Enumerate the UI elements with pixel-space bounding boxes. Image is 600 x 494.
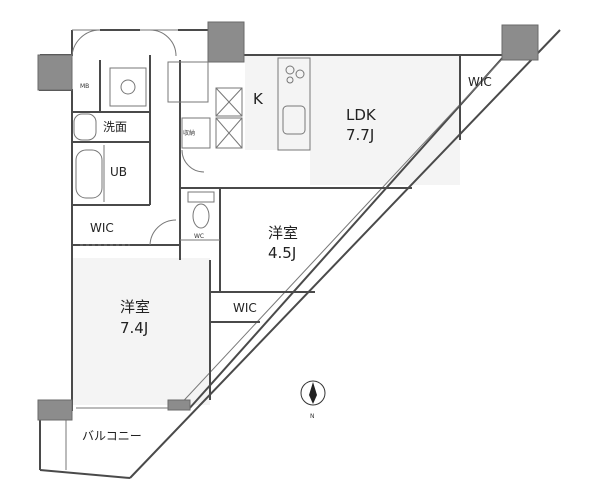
room-middle-label: 洋室 [268, 224, 298, 242]
kitchen-label: K [253, 90, 264, 108]
room-left-size: 7.4J [120, 319, 148, 337]
storage-box [181, 117, 211, 149]
k-storage-2-x2 [215, 117, 243, 149]
stove-3 [286, 76, 294, 84]
ldk-size: 7.7J [346, 126, 374, 144]
toilet-bowl [192, 203, 210, 229]
pillar-top-left [37, 54, 73, 91]
pillar-left [37, 399, 73, 421]
pillar-bottom [167, 399, 191, 411]
balcony-wall-bottom [39, 469, 131, 479]
washbasin [109, 67, 147, 107]
kitchen-sink [282, 105, 306, 135]
ub-label: UB [110, 165, 127, 179]
washroom-label: 洗面 [103, 120, 127, 134]
storage-label: 収納 [183, 129, 195, 137]
outer-wall-diagonal-inner [187, 54, 506, 411]
balcony-label: バルコニー [82, 429, 142, 443]
outer-wall-diagonal [129, 29, 561, 479]
washbasin-bowl [120, 79, 136, 95]
wic-middle-label: WIC [233, 301, 257, 315]
compass-icon [300, 380, 326, 406]
room-left-floor [72, 258, 210, 405]
wc-label: WC [194, 233, 204, 240]
k-storage-1 [215, 87, 243, 117]
ldk-label: LDK [346, 106, 377, 124]
kitchen-counter [277, 57, 311, 151]
ldk-floor [210, 55, 460, 185]
room-left-label: 洋室 [120, 298, 150, 316]
k-storage-2 [215, 117, 243, 149]
compass-label: N [310, 413, 315, 420]
shoe-cabinet [167, 61, 209, 103]
wic-left-label: WIC [90, 221, 114, 235]
toilet-tank [187, 191, 215, 203]
wic-ldk-label: WIC [468, 75, 492, 89]
mb-label: MB [80, 83, 89, 90]
entrance-door-right [140, 29, 178, 57]
pillar-top-right [501, 24, 539, 61]
sash-line [174, 39, 521, 411]
bathtub [75, 149, 103, 199]
stove-1 [285, 65, 295, 75]
stove-2 [295, 69, 305, 79]
room-left-door [149, 219, 177, 246]
storage-door [181, 149, 205, 173]
outer-wall-top-left [40, 30, 73, 56]
k-storage-1-x2 [215, 87, 243, 117]
entrance-door-left [71, 29, 101, 59]
pillar-top-mid [207, 21, 245, 63]
room-middle-size: 4.5J [268, 244, 296, 262]
sink-washroom [73, 113, 97, 141]
